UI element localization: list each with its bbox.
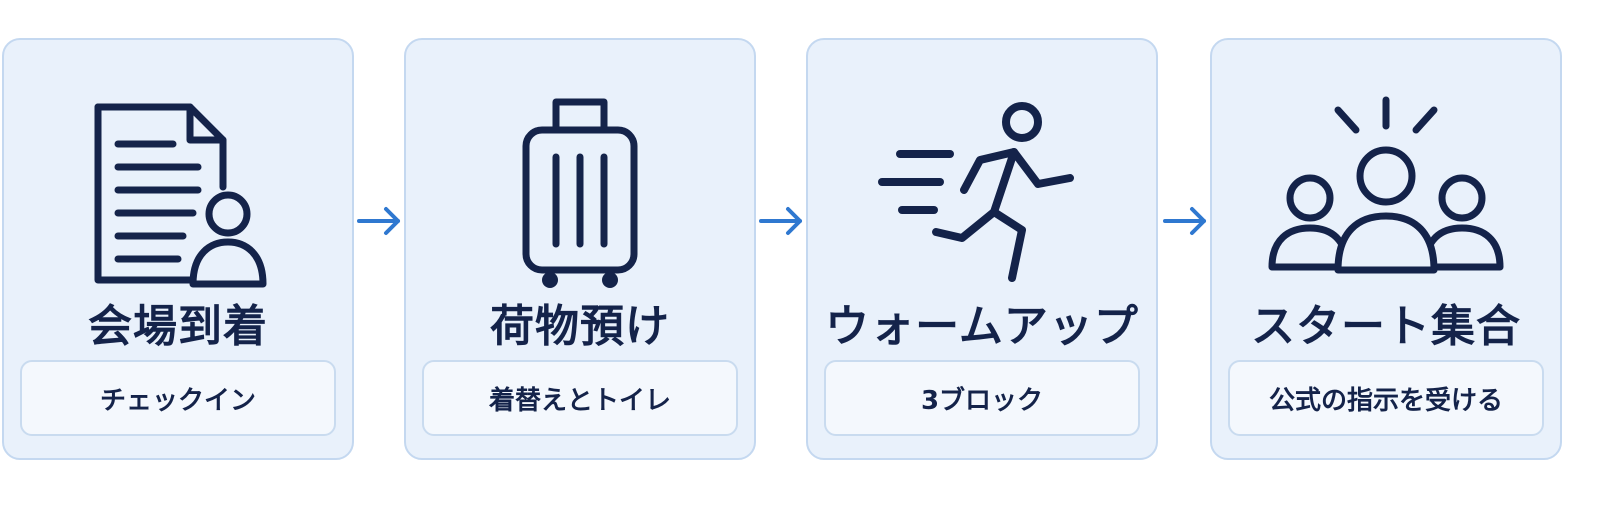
step-subtitle: チェックイン [20,360,336,436]
step-card-start: スタート集合 公式の指示を受ける [1210,38,1562,460]
step-title: ウォームアップ [825,301,1139,352]
step-card-warmup: ウォームアップ 3ブロック [806,38,1158,460]
step-subtitle: 公式の指示を受ける [1228,360,1544,436]
runner-icon [878,102,1074,282]
arrow-right-icon [1163,207,1206,235]
step-title: 荷物預け [490,301,670,352]
step-card-arrival: 会場到着 チェックイン [2,38,354,460]
arrow-right-icon [759,207,802,235]
step-title: 会場到着 [88,301,268,352]
step-card-baggage: 荷物預け 着替えとトイレ [404,38,756,460]
document-person-icon [94,103,267,288]
step-subtitle: 着替えとトイレ [422,360,738,436]
arrow-right-icon [357,207,400,235]
step-subtitle: 3ブロック [824,360,1140,436]
suitcase-icon [522,98,638,288]
step-title: スタート集合 [1251,301,1521,352]
group-icon [1268,96,1504,274]
